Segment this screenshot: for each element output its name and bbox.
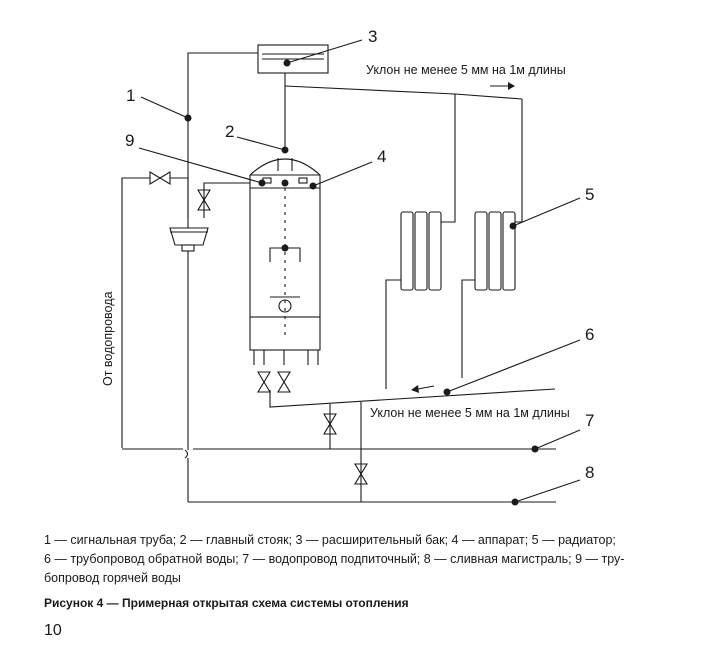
expansion-tank [257,44,329,74]
flow-arrow-icon [411,385,419,393]
page-number: 10 [44,622,62,639]
legend-line: бопровод горячей воды [44,571,181,585]
label-main-riser: 2 [225,122,234,141]
valve-icon [197,198,211,211]
slope-note-bottom: Уклон не менее 5 мм на 1м длины [370,406,570,420]
valve-icon [197,189,211,202]
valve-icon [149,171,162,185]
label-apparatus: 4 [377,147,386,166]
heating-system-diagram: 3 1 2 9 4 5 6 7 8 Уклон не менее 5 мм на… [101,27,594,506]
water-supply-label: От водопровода [101,292,115,386]
radiator-right [474,211,516,291]
leader-lines [138,39,581,503]
label-expansion-tank: 3 [368,27,377,46]
valve-icon [257,380,271,393]
water-heater [121,177,209,502]
legend-line: 1 — сигнальная труба; 2 — главный стояк;… [44,533,616,547]
slope-note-top: Уклон не менее 5 мм на 1м длины [366,63,566,77]
return-pipe [269,279,556,502]
heating-apparatus [249,158,321,365]
valve-icon [354,472,368,485]
label-makeup-water: 7 [585,411,594,430]
flow-arrow-icon [508,82,515,90]
valve-icon [354,463,368,476]
valve-icon [323,413,337,426]
signal-pipe [187,52,258,218]
valve-icon [277,380,291,393]
valve-icon [158,171,171,185]
label-hot-water-pipe: 9 [125,131,134,150]
figure-title: Рисунок 4 — Примерная открытая схема сис… [44,596,409,610]
label-return-pipe: 6 [585,325,594,344]
hot-water-pipe [203,182,250,218]
label-radiator: 5 [585,185,594,204]
label-drain-main: 8 [585,463,594,482]
valve-icon [277,371,291,384]
figure-legend: 1 — сигнальная труба; 2 — главный стояк;… [44,531,684,588]
valve-icon [257,371,271,384]
legend-line: 6 — трубопровод обратной воды; 7 — водоп… [44,552,625,566]
valve-icon [323,422,337,435]
radiator-left [400,211,442,291]
label-signal-pipe: 1 [126,86,135,105]
